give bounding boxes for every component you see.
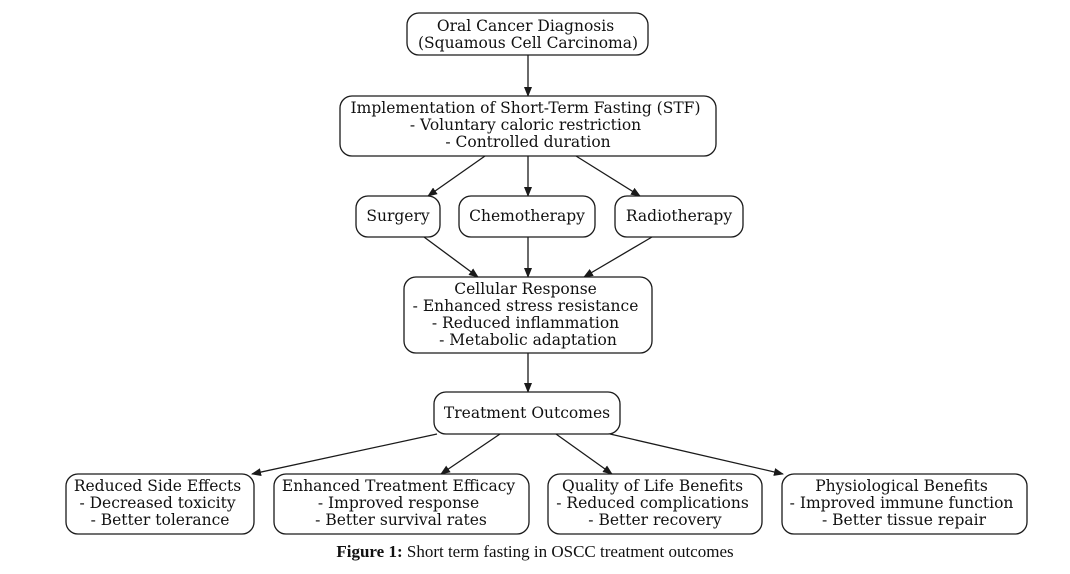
node-surgery-label: Surgery [366, 207, 430, 225]
node-stf-line-3: - Controlled duration [445, 133, 610, 151]
figure-caption: Figure 1: Short term fasting in OSCC tre… [0, 542, 1070, 562]
svg-text:Quality of Life Benefits: Quality of Life Benefits - Reduced compl… [556, 477, 753, 529]
node-physio-line-1: Physiological Benefits [815, 477, 988, 495]
svg-text:Chemotherapy: Chemotherapy [469, 207, 585, 225]
node-chemotherapy: Chemotherapy [458, 195, 596, 238]
node-outcomes-label: Treatment Outcomes [444, 404, 610, 422]
svg-text:Oral Cancer Diagnosis (S: Oral Cancer Diagnosis (Squamous Cell Car… [418, 17, 638, 52]
node-cellular-line-3: - Reduced inflammation [432, 314, 619, 332]
node-diagnosis: Oral Cancer Diagnosis (Squamous Cell Car… [406, 12, 649, 56]
node-qol-line-2: - Reduced complications [556, 494, 749, 512]
node-efficacy-line-2: - Improved response [318, 494, 479, 512]
node-radiotherapy-label: Radiotherapy [626, 207, 732, 225]
node-radiotherapy: Radiotherapy [614, 195, 744, 238]
edges [251, 55, 784, 477]
edge-stf-to-surgery [427, 155, 486, 197]
node-chemotherapy-label: Chemotherapy [469, 207, 585, 225]
svg-text:Reduced Side Effects - D: Reduced Side Effects - Decreased toxicit… [74, 477, 246, 529]
svg-text:Enhanced Treatment Efficacy: Enhanced Treatment Efficacy - Improved r… [282, 477, 520, 529]
svg-text:Physiological Benefits -: Physiological Benefits - Improved immune… [790, 477, 1019, 529]
node-side-effects-line-1: Reduced Side Effects [74, 477, 241, 495]
figure-caption-label: Figure 1: [336, 542, 403, 561]
node-efficacy-line-3: - Better survival rates [315, 511, 487, 529]
node-cellular-response: Cellular Response - Enhanced stress resi… [403, 276, 653, 354]
edge-surgery-to-cellular [423, 236, 479, 278]
edge-outcomes-to-qol [555, 433, 613, 475]
node-cellular-line-4: - Metabolic adaptation [439, 331, 617, 349]
node-physio-line-3: - Better tissue repair [822, 511, 987, 529]
node-physiological-benefits: Physiological Benefits - Improved immune… [781, 473, 1028, 535]
node-physio-line-2: - Improved immune function [790, 494, 1014, 512]
node-enhanced-efficacy: Enhanced Treatment Efficacy - Improved r… [273, 473, 530, 535]
edge-radiotherapy-to-cellular [583, 236, 653, 278]
node-qol-line-3: - Better recovery [588, 511, 722, 529]
svg-text:Treatment Outcomes: Treatment Outcomes [444, 404, 610, 422]
node-diagnosis-line-1: Oral Cancer Diagnosis [437, 17, 614, 35]
node-cellular-line-1: Cellular Response [454, 280, 597, 298]
figure-caption-text: Short term fasting in OSCC treatment out… [402, 542, 734, 561]
edge-stf-to-radiotherapy [575, 155, 641, 197]
svg-text:Implementation of Short-Term F: Implementation of Short-Term Fasting (ST… [351, 99, 706, 151]
node-quality-of-life: Quality of Life Benefits - Reduced compl… [547, 473, 763, 535]
node-stf-line-1: Implementation of Short-Term Fasting (ST… [351, 99, 701, 117]
node-diagnosis-line-2: (Squamous Cell Carcinoma) [418, 34, 638, 52]
node-treatment-outcomes: Treatment Outcomes [433, 391, 621, 435]
node-reduced-side-effects: Reduced Side Effects - Decreased toxicit… [65, 473, 255, 535]
node-cellular-line-2: - Enhanced stress resistance [413, 297, 639, 315]
node-efficacy-line-1: Enhanced Treatment Efficacy [282, 477, 515, 495]
node-side-effects-line-2: - Decreased toxicity [79, 494, 235, 512]
node-stf: Implementation of Short-Term Fasting (ST… [339, 95, 717, 157]
svg-text:Surgery: Surgery [366, 207, 430, 225]
svg-text:Cellular Response - Enha: Cellular Response - Enhanced stress resi… [413, 280, 644, 349]
edge-outcomes-to-efficacy [440, 433, 501, 475]
node-qol-line-1: Quality of Life Benefits [562, 477, 743, 495]
svg-text:Radiotherapy: Radiotherapy [626, 207, 732, 225]
node-stf-line-2: - Voluntary caloric restriction [410, 116, 641, 134]
edge-outcomes-to-side-effects [251, 433, 438, 477]
node-side-effects-line-3: - Better tolerance [91, 511, 230, 529]
node-surgery: Surgery [355, 195, 441, 238]
edge-outcomes-to-physio [609, 433, 784, 476]
